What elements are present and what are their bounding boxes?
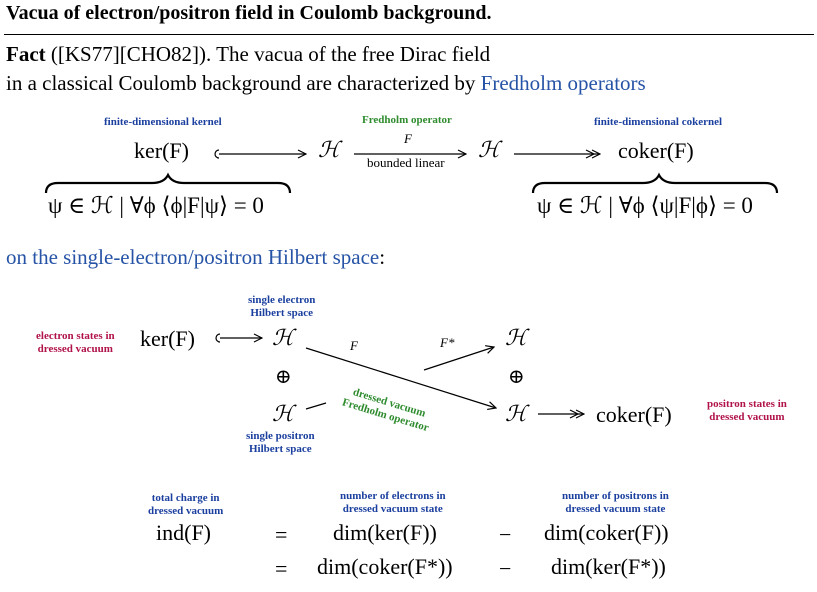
hilbert-right: ℋ	[478, 138, 500, 163]
dim-coker-Fstar: dim(coker(F*))	[317, 554, 453, 579]
kernel-label: finite-dimensional kernel	[104, 116, 222, 128]
ind-F: ind(F)	[156, 520, 211, 545]
equals-1: =	[275, 522, 288, 547]
ker-F-2: ker(F)	[140, 326, 195, 351]
hilbert-out-bottom: ℋ	[505, 402, 527, 427]
cross-Fstar: F*	[440, 335, 455, 350]
minus-1: −	[499, 522, 512, 547]
minus-2: −	[499, 556, 512, 581]
bounded-linear-label: bounded linear	[367, 155, 445, 170]
oplus-left: ⊕	[275, 366, 292, 388]
hilbert-space-text: on the single-electron/positron Hilbert …	[6, 245, 380, 269]
oplus-right: ⊕	[508, 366, 525, 388]
cross-arrow-Fstar-tail	[305, 402, 327, 410]
operator-label: Fredholm operator	[362, 114, 452, 126]
coker-F-2: coker(F)	[596, 402, 672, 427]
operator-F: F	[404, 131, 412, 146]
hilbert-colon: :	[379, 245, 386, 269]
dim-ker-F: dim(ker(F))	[333, 520, 437, 545]
hilbert-out-top: ℋ	[505, 326, 527, 351]
page-title: Vacua of electron/positron field in Coul…	[6, 2, 492, 24]
hook-arrow-ker	[214, 149, 306, 159]
dim-coker-F: dim(coker(F))	[544, 520, 669, 545]
cross-F: F	[350, 338, 358, 353]
fact-line2: in a classical Coulomb background are ch…	[6, 71, 481, 95]
hook-arrow-ker-2	[215, 333, 262, 343]
ker-F: ker(F)	[134, 138, 189, 163]
kernel-brace	[44, 172, 292, 194]
fact-refs: ([KS77][CHO82]). The vacua of the free D…	[45, 42, 491, 66]
equals-2: =	[275, 556, 288, 581]
hilbert-space-line: on the single-electron/positron Hilbert …	[6, 245, 385, 270]
dim-ker-Fstar: dim(ker(F*))	[551, 554, 666, 579]
hilbert-positron: ℋ	[272, 402, 294, 427]
hilbert-left: ℋ	[318, 138, 340, 163]
coker-F: coker(F)	[618, 138, 694, 163]
cokernel-brace	[531, 172, 779, 194]
title-divider	[4, 34, 814, 35]
fredholm-link[interactable]: Fredholm operators	[480, 71, 646, 95]
cokernel-label: finite-dimensional cokernel	[594, 116, 723, 128]
hilbert-electron: ℋ	[272, 326, 294, 351]
cokernel-set: ψ ∈ ℋ | ∀ϕ ⟨ψ|F|ϕ⟩ = 0	[537, 193, 753, 218]
cross-arrow-F	[305, 347, 496, 408]
fact-word: Fact	[6, 42, 46, 66]
fact-paragraph: Fact ([KS77][CHO82]). The vacua of the f…	[6, 40, 646, 98]
kernel-set: ψ ∈ ℋ | ∀ϕ ⟨ϕ|F|ψ⟩ = 0	[48, 193, 264, 218]
cross-arrow-Fstar	[423, 347, 494, 371]
